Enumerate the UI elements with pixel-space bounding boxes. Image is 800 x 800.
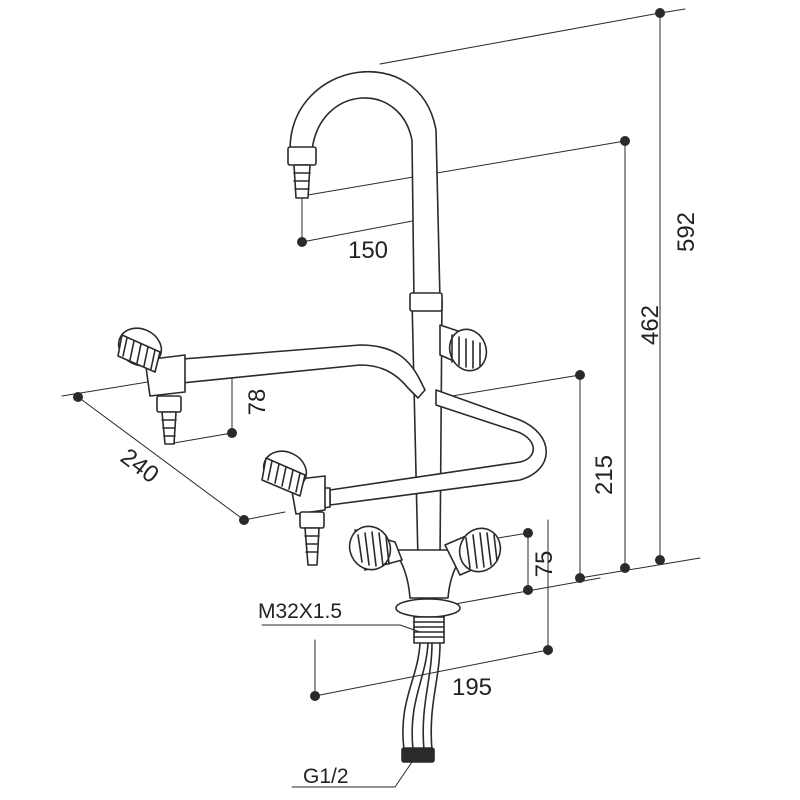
mount-thread-label: M32X1.5 <box>258 600 342 623</box>
dim-240-extension-bottom <box>243 511 286 521</box>
rear-valve-knob-icon <box>117 327 163 373</box>
dim-240-label: 240 <box>115 443 163 489</box>
dim-78-extension-bottom <box>167 432 233 445</box>
lower-left-valve-knob-icon <box>348 525 403 571</box>
dim-240-line <box>77 396 245 521</box>
dim-75-extension-bottom <box>454 577 601 605</box>
base-flange <box>395 598 461 618</box>
dim-215-dot-bottom <box>575 573 585 583</box>
supply-hose-right <box>422 642 433 751</box>
supply-hose-left <box>402 642 421 751</box>
dim-240-dot-top <box>73 392 83 402</box>
column-valve-knob-icon <box>439 324 488 372</box>
spout-outlet-nut <box>287 146 317 166</box>
gooseneck-spout <box>289 70 441 301</box>
front-outlet-nut <box>299 511 325 529</box>
dimension-labels: 592 462 215 75 78 150 240 195 M32X1.5 G1… <box>115 212 700 788</box>
dim-150-label: 150 <box>348 237 388 264</box>
dim-78-dot-bottom <box>227 428 237 438</box>
dim-215-label: 215 <box>591 455 618 495</box>
dim-195-label: 195 <box>452 674 492 701</box>
dim-195-dot-left <box>310 691 320 701</box>
rear-outlet-nut <box>156 395 182 413</box>
supply-hose-fitting <box>401 747 435 763</box>
front-valve-knob-icon <box>261 450 308 497</box>
dim-462-label: 462 <box>637 305 664 345</box>
rear-side-arm <box>169 344 426 399</box>
dim-75-dot-top <box>523 528 533 538</box>
dim-150-line <box>301 217 429 243</box>
dim-462-dot-top <box>620 136 630 146</box>
supply-hose-left-outer <box>411 642 429 751</box>
dim-592-label: 592 <box>673 212 700 252</box>
dim-195-dot-right <box>543 645 553 655</box>
dim-462-extension-top <box>301 140 626 197</box>
dim-215-extension-top <box>439 374 581 399</box>
dim-215-dot-top <box>575 370 585 380</box>
dim-592-extension-top <box>379 12 661 65</box>
dim-150-dot-left <box>297 237 307 247</box>
dim-195-line <box>314 649 549 697</box>
supply-hose-right-outer <box>430 642 441 751</box>
dim-592-dot-bottom <box>655 555 665 565</box>
dim-240-dot-bottom <box>239 515 249 525</box>
faucet <box>117 70 547 763</box>
dim-592-extension-bottom <box>579 557 701 579</box>
front-outlet-nozzle <box>304 527 320 566</box>
dim-462-dot-bottom <box>620 563 630 573</box>
dim-78-label: 78 <box>244 389 271 416</box>
threaded-shank <box>413 616 445 644</box>
right-side-arm <box>329 389 547 506</box>
label-leaders <box>261 624 421 788</box>
center-column <box>411 299 443 561</box>
dim-75-extension-top <box>497 532 529 539</box>
lower-right-valve-knob-icon <box>444 527 502 576</box>
dim-75-label: 75 <box>531 551 558 578</box>
dim-592-tick-top <box>659 8 686 14</box>
column-nut <box>409 292 443 312</box>
inlet-thread-label: G1/2 <box>303 765 349 788</box>
